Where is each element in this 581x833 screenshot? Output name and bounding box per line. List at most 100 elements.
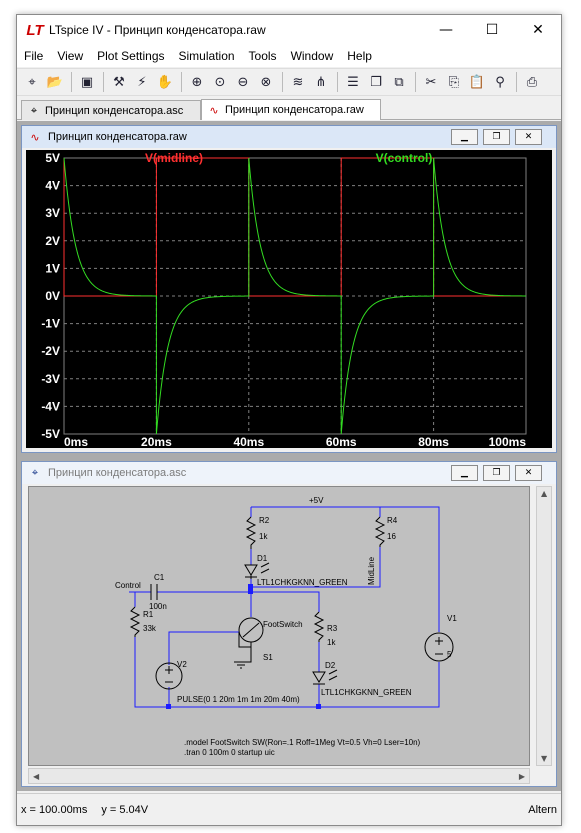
label-midline: MidLine — [367, 556, 376, 585]
autorange-icon[interactable]: ≋ — [292, 74, 304, 90]
tile-vertical-icon[interactable]: ⧉ — [394, 74, 404, 90]
label-r3: R3 — [327, 624, 338, 633]
schematic-icon: ⌖ — [31, 466, 39, 479]
label-r1-value: 33k — [143, 624, 157, 633]
label-c1: C1 — [154, 573, 165, 582]
scroll-up-icon[interactable]: ▲ — [541, 489, 548, 498]
y-tick-label: -3V — [41, 372, 60, 386]
tab-label: Принцип конденсатора.raw — [225, 104, 364, 116]
tab-label: Принцип конденсатора.asc — [45, 104, 184, 117]
menu-view[interactable]: View — [57, 49, 84, 63]
cut-icon[interactable]: ✂ — [425, 74, 437, 90]
label-d2: D2 — [325, 661, 336, 670]
x-tick-label: 80ms — [418, 435, 449, 448]
minimize-button[interactable]: — — [439, 22, 453, 38]
menu-simulation[interactable]: Simulation — [178, 49, 235, 63]
toolbar-separator — [337, 72, 338, 92]
app-window: LT LTspice IV - Принцип конденсатора.raw… — [16, 14, 562, 826]
menu-file[interactable]: File — [24, 49, 44, 63]
menu-plot-settings[interactable]: Plot Settings — [97, 49, 165, 63]
x-tick-label: 100ms — [489, 435, 527, 448]
label-d1: D1 — [257, 554, 268, 563]
zoom-full-icon[interactable]: ⊙ — [214, 74, 226, 90]
tab-waveform[interactable]: ∿ Принцип конденсатора.raw — [201, 99, 381, 120]
document-tabs: ⌖ Принцип конденсатора.asc ∿ Принцип кон… — [17, 98, 561, 120]
label-c1-value: 100n — [149, 602, 167, 611]
y-tick-label: 4V — [45, 179, 60, 193]
scroll-right-icon[interactable]: ▶ — [518, 772, 525, 781]
label-r3-value: 1k — [327, 638, 336, 647]
control-panel-icon[interactable]: ⚒ — [113, 74, 125, 90]
ltspice-logo-icon: LT — [26, 21, 44, 39]
y-tick-label: 0V — [45, 289, 60, 303]
halt-hand-icon[interactable]: ✋ — [156, 74, 174, 90]
print-icon[interactable]: ⎙ — [526, 74, 538, 90]
maximize-button[interactable]: ☐ — [485, 22, 499, 38]
schematic-components — [129, 516, 454, 690]
child-minimize-button[interactable]: ▁ — [451, 465, 478, 481]
paste-icon[interactable]: 📋 — [468, 74, 486, 90]
y-tick-label: -4V — [41, 399, 60, 413]
close-button[interactable]: ✕ — [532, 22, 544, 38]
toolbar-separator — [282, 72, 283, 92]
legend-midline: V(midline) — [145, 151, 203, 165]
status-bar: x = 100.00ms y = 5.04V Altern — [17, 793, 561, 825]
cascade-windows-icon[interactable]: ❐ — [370, 74, 382, 90]
copy-icon[interactable]: ⎘ — [448, 74, 460, 90]
title-bar: LT LTspice IV - Принцип конденсатора.raw… — [17, 15, 561, 45]
series-control-trace — [63, 157, 527, 435]
add-trace-icon[interactable]: ⋔ — [315, 74, 327, 90]
child-restore-button[interactable]: ❐ — [483, 465, 510, 481]
schematic-vertical-scrollbar[interactable]: ▲ ▼ — [536, 486, 552, 766]
y-tick-label: 2V — [45, 234, 60, 248]
zoom-in-icon[interactable]: ⊕ — [191, 74, 203, 90]
new-schematic-icon[interactable]: ⌖ — [28, 74, 36, 90]
waveform-window-titlebar[interactable]: ∿ Принцип конденсатора.raw — [22, 126, 556, 148]
label-d1-model: LTL1CHKGKNN_GREEN — [257, 578, 348, 587]
zoom-cancel-icon[interactable]: ⊗ — [260, 74, 272, 90]
schematic-canvas[interactable]: +5V R2 1k R4 16 D1 LTL1CHKGKNN_GREEN Mid… — [28, 486, 530, 766]
waveform-icon: ∿ — [209, 103, 219, 117]
find-binoculars-icon[interactable]: ⚲ — [495, 74, 505, 90]
status-right-text: Altern — [528, 803, 557, 816]
run-icon[interactable]: ⚡ — [137, 74, 147, 90]
open-folder-icon[interactable]: 📂 — [46, 74, 64, 90]
label-s1: S1 — [263, 653, 273, 662]
label-r2: R2 — [259, 516, 270, 525]
y-tick-label: 5V — [45, 151, 60, 165]
child-close-button[interactable]: ✕ — [515, 129, 542, 145]
label-footswitch: FootSwitch — [263, 620, 303, 629]
menu-window[interactable]: Window — [290, 49, 334, 63]
save-icon[interactable]: ▣ — [80, 74, 94, 90]
child-restore-button[interactable]: ❐ — [483, 129, 510, 145]
tab-schematic[interactable]: ⌖ Принцип конденсатора.asc — [21, 100, 201, 120]
scroll-down-icon[interactable]: ▼ — [541, 754, 548, 763]
legend-control: V(control) — [376, 151, 433, 165]
menu-bar: File View Plot Settings Simulation Tools… — [17, 45, 561, 67]
x-tick-label: 0ms — [64, 435, 88, 448]
scroll-left-icon[interactable]: ◀ — [33, 772, 40, 781]
label-r1: R1 — [143, 610, 154, 619]
child-minimize-button[interactable]: ▁ — [451, 129, 478, 145]
schematic-horizontal-scrollbar[interactable]: ◀ ▶ — [28, 768, 530, 784]
zoom-out-icon[interactable]: ⊖ — [237, 74, 249, 90]
label-plus5v: +5V — [309, 496, 324, 505]
toolbar: ⌖ 📂 ▣ ⚒ ⚡ ✋ ⊕ ⊙ ⊖ ⊗ ≋ ⋔ ☰ ❐ ⧉ ✂ ⎘ 📋 ⚲ ⎙ — [17, 68, 561, 96]
schematic-window-titlebar[interactable]: ⌖ Принцип конденсатора.asc — [22, 462, 556, 484]
menu-help[interactable]: Help — [347, 49, 372, 63]
series-midline-trace — [63, 157, 526, 297]
menu-tools[interactable]: Tools — [248, 49, 277, 63]
tile-horizontal-icon[interactable]: ☰ — [347, 74, 359, 90]
toolbar-separator — [181, 72, 182, 92]
window-title: LTspice IV - Принцип конденсатора.raw — [49, 23, 266, 37]
label-control: Control — [115, 581, 141, 590]
toolbar-separator — [103, 72, 104, 92]
label-v2: V2 — [177, 660, 187, 669]
child-close-button[interactable]: ✕ — [515, 465, 542, 481]
y-tick-label: 1V — [45, 261, 60, 275]
label-v1: V1 — [447, 614, 457, 623]
label-r4-value: 16 — [387, 532, 396, 541]
